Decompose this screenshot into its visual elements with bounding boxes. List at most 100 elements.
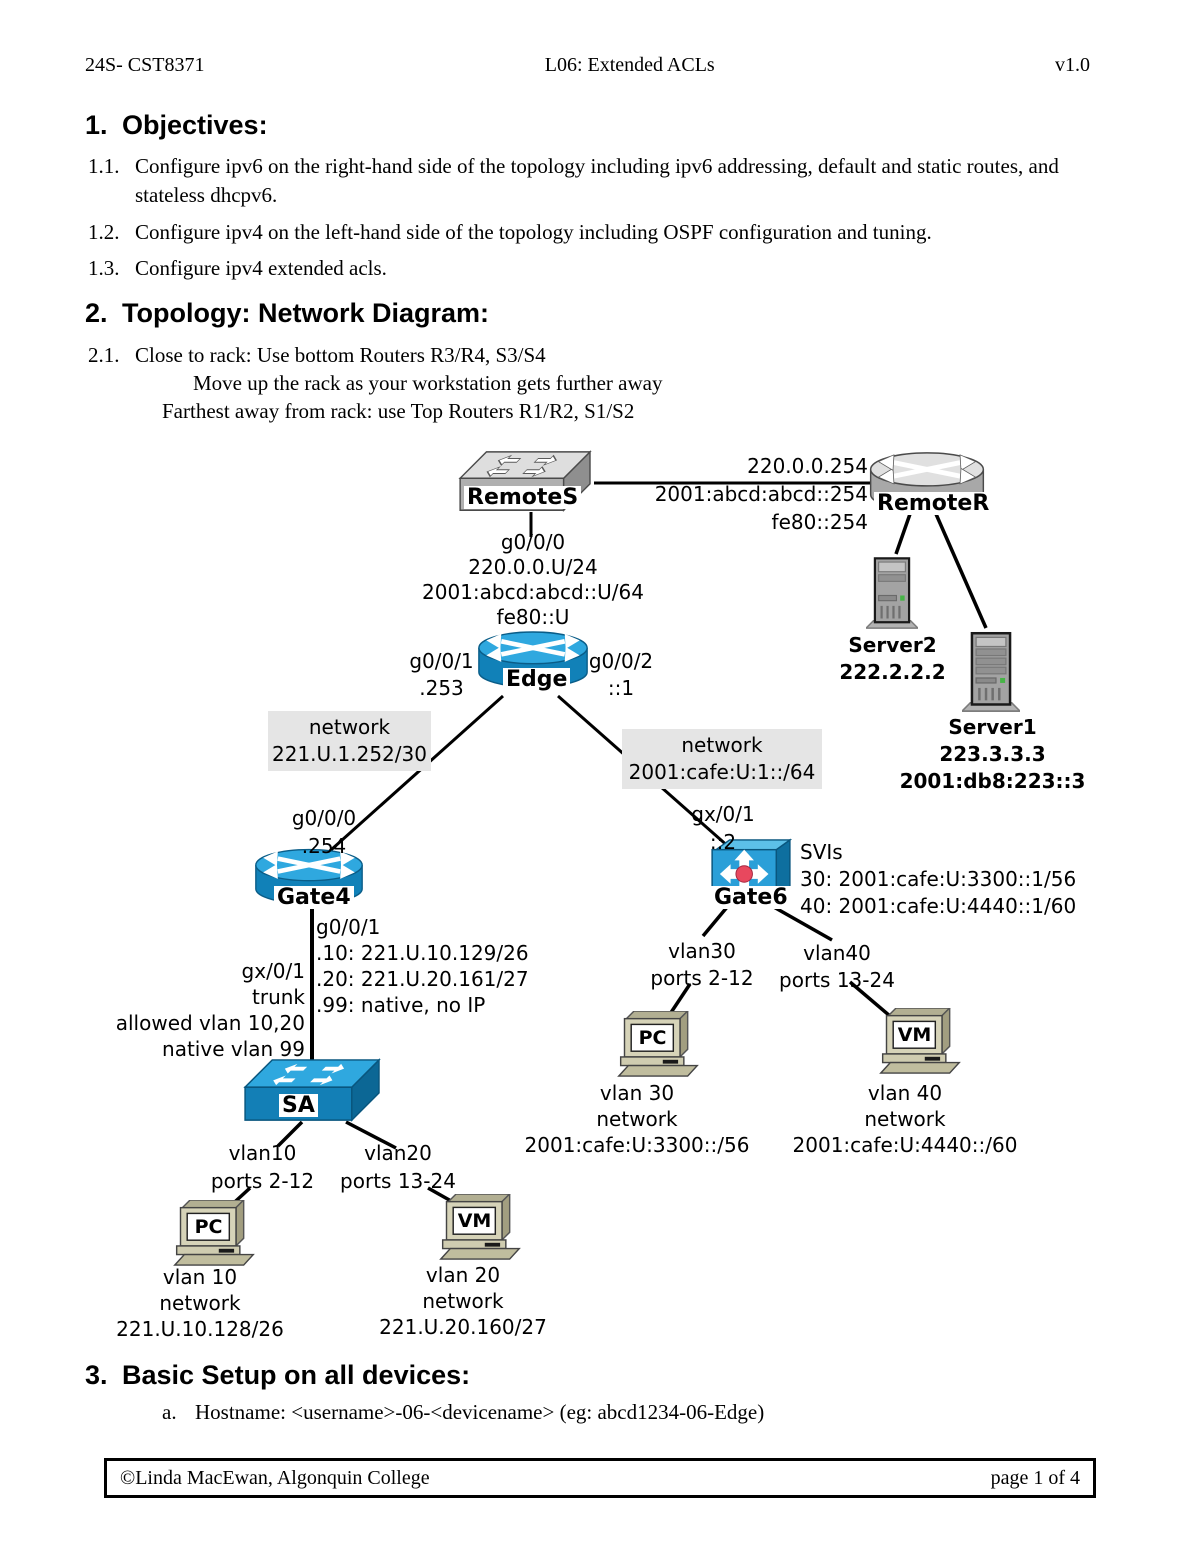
vlan20-ports: ports 13-24 [340,1169,456,1193]
vm-vlan40-caption: vlan 40 network 2001:cafe:U:4440::/60 [784,1080,1026,1158]
pc-vlan10-icon: PC [172,1200,256,1267]
gate4-subif-10: .10: 221.U.10.129/26 [316,941,529,965]
edge-g001-port: g0/0/1 [409,649,474,673]
network-ipv6-box: network 2001:cafe:U:1::/64 [622,729,822,789]
pc10-vlan: vlan 10 [162,1265,238,1289]
gate6-svis-label: SVIs 30: 2001:cafe:U:3300::1/56 40: 2001… [800,839,1100,920]
edge-g002-label: g0/0/2 ::1 [581,648,661,702]
vlan20-name: vlan20 [364,1141,432,1165]
vm-vlan20-caption: vlan 20 network 221.U.20.160/27 [343,1262,583,1340]
wan-linklocal: fe80::254 [771,510,868,534]
basic-setup-item-a: a. Hostname: <username>-06-<devicename> … [162,1398,1092,1427]
basic-setup-item-a-letter: a. [162,1400,177,1424]
trunk-allowed-vlans: allowed vlan 10,20 [115,1011,305,1035]
pc-vlan10-label: PC [194,1216,223,1238]
edge-g001-label: g0/0/1 .253 [405,648,478,702]
vm-vlan40-icon: VM [878,1008,962,1075]
server1-ipv6: 2001:db8:223::3 [899,769,1086,793]
gate4-uplink-address: .254 [301,834,347,858]
objective-item-3-text: Configure ipv4 extended acls. [135,256,387,280]
gate6-uplink-address: ::2 [709,830,737,854]
svi-40: 40: 2001:cafe:U:4440::1/60 [800,894,1077,918]
header-doc-title: L06: Extended ACLs [544,54,715,76]
basic-setup-heading: 3. Basic Setup on all devices: [85,1360,470,1390]
gate4-label: Gate4 [274,886,354,909]
vm20-network-address: 221.U.20.160/27 [379,1315,547,1339]
vm40-network-address: 2001:cafe:U:4440::/60 [792,1133,1018,1157]
wan-link-labels: 220.0.0.254 2001:abcd:abcd::254 fe80::25… [588,452,868,536]
objective-item-1-number: 1.1. [88,154,120,178]
gate6-label: Gate6 [711,886,791,909]
objective-item-2-number: 1.2. [88,220,120,244]
header-version: v1.0 [1054,54,1090,76]
objectives-heading: 1. Objectives: [85,110,268,140]
vm20-vlan: vlan 20 [425,1263,501,1287]
page-footer: ©Linda MacEwan, Algonquin College page 1… [104,1458,1096,1498]
basic-setup-heading-text: Basic Setup on all devices: [122,1360,471,1390]
link-remoter-server2 [894,513,912,555]
gate4-trunk-label: gx/0/1 trunk allowed vlan 10,20 native v… [103,958,305,1062]
objective-item-3-number: 1.3. [88,256,120,280]
sa-vlan10-label: vlan10 ports 2-12 [202,1139,323,1195]
vlan10-name: vlan10 [228,1141,297,1165]
sa-label: SA [279,1094,318,1117]
vlan40-ports: ports 13-24 [779,968,895,992]
gate6-vlan30-label: vlan30 ports 2-12 [641,938,763,992]
gate6-uplink-port: gx/0/1 [691,802,755,826]
topology-line1-text: Close to rack: Use bottom Routers R3/R4,… [135,343,546,367]
pc10-network-address: 221.U.10.128/26 [116,1317,284,1341]
vm40-network-word: network [864,1107,946,1131]
network-ipv4-word: network [308,715,391,739]
pc30-network-address: 2001:cafe:U:3300::/56 [524,1133,750,1157]
gate6-uplink-label: gx/0/1 ::2 [687,800,759,856]
pc-vlan30-icon: PC [616,1011,700,1078]
topology-line3-text: Farthest away from rack: use Top Routers… [162,399,635,423]
vlan10-ports: ports 2-12 [210,1169,315,1193]
topology-heading-text: Topology: Network Diagram: [122,298,490,328]
sa-vlan20-label: vlan20 ports 13-24 [336,1139,460,1195]
basic-setup-item-a-text: Hostname: <username>-06-<devicename> (eg… [195,1400,765,1424]
vm20-network-word: network [422,1289,504,1313]
objective-item-1-text: Configure ipv6 on the right-hand side of… [135,154,1059,207]
pc-vlan10-caption: vlan 10 network 221.U.10.128/26 [80,1264,320,1342]
trunk-port: gx/0/1 [241,959,305,983]
vlan40-name: vlan40 [803,941,871,965]
remotes-label: RemoteS [464,486,582,509]
network-ipv6-word: network [681,733,763,757]
gate4-subif-99: .99: native, no IP [316,993,486,1017]
footer-page-number: page 1 of 4 [990,1466,1080,1489]
vm-vlan20-icon: VM [438,1194,522,1261]
svis-word: SVIs [800,840,843,864]
server1-caption: Server1 223.3.3.3 2001:db8:223::3 [872,714,1113,795]
trunk-native-vlan: native vlan 99 [162,1037,305,1061]
link-remoter-server1 [934,513,988,629]
network-ipv4-address: 221.U.1.252/30 [272,742,427,766]
server2-ipv4: 222.2.2.2 [839,660,946,684]
topology-line2-text: Move up the rack as your workstation get… [193,371,663,395]
remotes-downlink-labels: g0/0/0 220.0.0.U/24 2001:abcd:abcd::U/64… [400,530,666,630]
network-ipv6-address: 2001:cafe:U:1::/64 [628,760,816,784]
objective-item-2: 1.2. Configure ipv4 on the left-hand sid… [88,218,1088,247]
edge-g002-port: g0/0/2 [588,649,654,673]
svi-30: 30: 2001:cafe:U:3300::1/56 [800,867,1077,891]
topology-item-line1: 2.1. Close to rack: Use bottom Routers R… [88,341,1088,370]
trunk-word: trunk [252,985,305,1009]
edge-g002-address: ::1 [607,676,635,700]
gate4-subif-port: g0/0/1 [316,915,381,939]
gate6-vlan40-label: vlan40 ports 13-24 [775,940,899,994]
gate4-uplink-label: g0/0/0 .254 [288,804,360,860]
page-header: 24S- CST8371 L06: Extended ACLs v1.0 [85,54,1090,77]
server1-icon [962,626,1020,720]
basic-setup-heading-number: 3. [85,1360,108,1390]
pc30-network-word: network [596,1107,678,1131]
gate4-subinterfaces-label: g0/0/1 .10: 221.U.10.129/26 .20: 221.U.2… [316,914,586,1018]
pc-vlan30-label: PC [638,1027,667,1049]
objectives-heading-text: Objectives: [122,110,268,140]
remotes-port: g0/0/0 [500,530,566,554]
vm-vlan20-label: VM [457,1210,492,1232]
gate4-uplink-port: g0/0/0 [291,806,357,830]
footer-copyright: ©Linda MacEwan, Algonquin College [120,1466,430,1489]
remotes-downlink-ipv4: 220.0.0.U/24 [468,555,598,579]
network-ipv4-box: network 221.U.1.252/30 [268,711,431,771]
